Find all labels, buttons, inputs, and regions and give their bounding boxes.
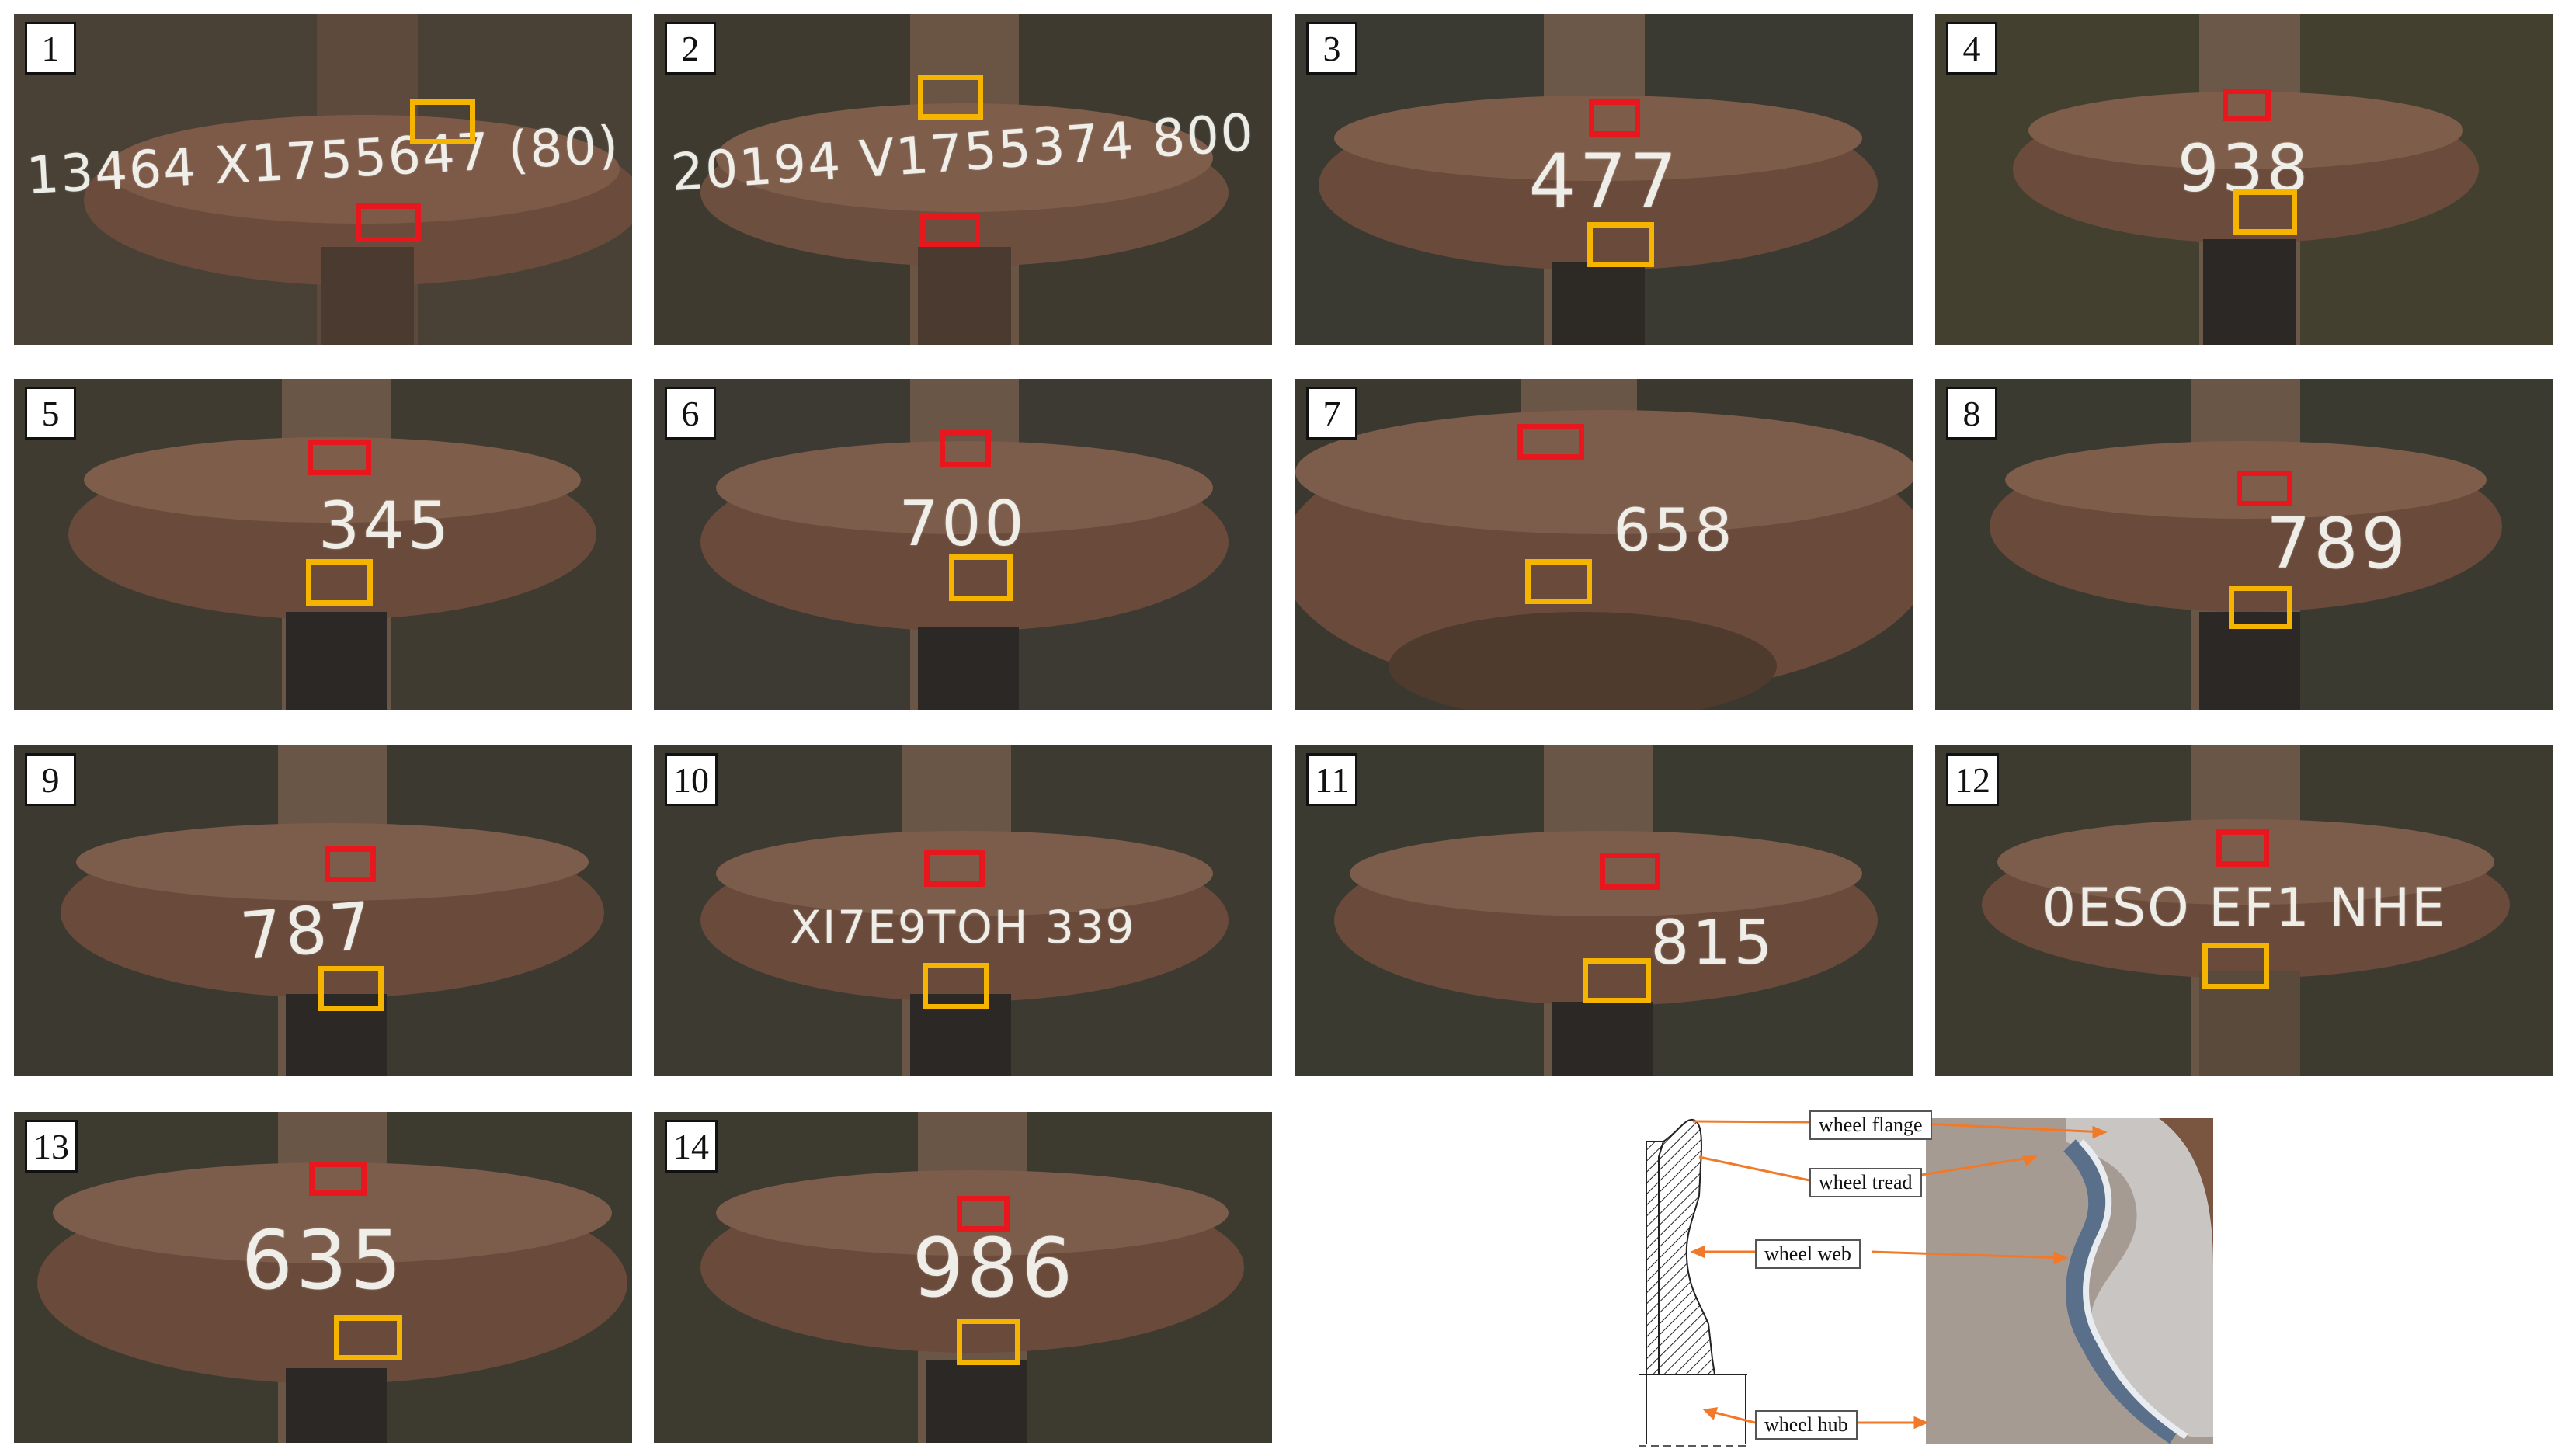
wheel-photo (1935, 745, 2553, 1076)
chalk-marking: XI7E9TOH 339 (790, 901, 1136, 954)
yellow-region-box (918, 75, 983, 120)
photo-panel-14: 14 986 (654, 1112, 1272, 1443)
chalk-marking: 0ESO EF1 NHE (2042, 877, 2447, 939)
yellow-region-box (949, 554, 1013, 601)
chalk-marking: 635 (241, 1213, 405, 1308)
label-wheel-web: wheel web (1755, 1239, 1861, 1269)
yellow-region-box (2229, 586, 2292, 629)
wheel-cross-section-diagram: wheel flange wheel tread wheel web wheel… (1631, 1110, 2213, 1452)
yellow-region-box (318, 966, 384, 1011)
red-region-box (1600, 853, 1660, 890)
photo-panel-2: 2 20194 V1755374 800 (654, 14, 1272, 345)
yellow-region-box (2202, 943, 2269, 989)
photo-panel-1: 1 13464 X1755647 (80) (14, 14, 632, 345)
photo-panel-8: 8 789 (1935, 379, 2553, 710)
red-region-box (1589, 99, 1640, 137)
label-wheel-tread: wheel tread (1809, 1168, 1922, 1197)
photo-panel-12: 12 0ESO EF1 NHE (1935, 745, 2553, 1076)
red-region-box (2237, 471, 2292, 506)
photo-panel-6: 6 700 (654, 379, 1272, 710)
red-region-box (308, 440, 371, 475)
yellow-region-box (923, 963, 989, 1009)
panel-number: 13 (25, 1120, 78, 1173)
red-region-box (325, 846, 376, 882)
chalk-marking: 815 (1650, 909, 1776, 978)
photo-panel-7: 7 658 (1295, 379, 1913, 710)
yellow-region-box (334, 1315, 402, 1360)
panel-number: 3 (1306, 22, 1357, 75)
red-region-box (309, 1162, 367, 1196)
red-region-box (1517, 424, 1584, 460)
chalk-marking: 789 (2266, 503, 2409, 585)
wheel-photo (1935, 14, 2553, 345)
chalk-marking: 700 (898, 488, 1027, 560)
panel-number: 2 (665, 22, 716, 75)
red-region-box (2223, 89, 2271, 121)
wheel-photo (1295, 379, 1913, 710)
photo-panel-13: 13 635 (14, 1112, 632, 1443)
panel-number: 11 (1306, 753, 1358, 806)
diagram-drawing (1639, 1118, 2213, 1447)
photo-panel-3: 3 477 (1295, 14, 1913, 345)
yellow-region-box (306, 559, 373, 606)
red-region-box (356, 203, 421, 242)
chalk-marking: 658 (1613, 495, 1736, 565)
yellow-region-box (410, 99, 475, 144)
panel-number: 5 (25, 387, 76, 440)
wheel-photo (654, 379, 1272, 710)
photo-panel-5: 5 345 (14, 379, 632, 710)
wheel-photo (1295, 745, 1913, 1076)
red-region-box (957, 1196, 1010, 1232)
wheel-photo (1295, 14, 1913, 345)
wheel-photo (14, 379, 632, 710)
panel-number: 4 (1946, 22, 1997, 75)
wheel-photo (14, 1112, 632, 1443)
label-wheel-hub: wheel hub (1755, 1410, 1858, 1440)
panel-number: 12 (1946, 753, 1999, 806)
photo-panel-4: 4 938 (1935, 14, 2553, 345)
wheel-photo (14, 745, 632, 1076)
wheel-photo (654, 1112, 1272, 1443)
chalk-marking: 986 (912, 1221, 1076, 1315)
red-region-box (919, 214, 980, 247)
photo-panel-10: 10 XI7E9TOH 339 (654, 745, 1272, 1076)
chalk-marking: 477 (1528, 138, 1680, 225)
photo-panel-11: 11 815 (1295, 745, 1913, 1076)
red-region-box (2216, 829, 2269, 867)
wheel-photo (654, 14, 1272, 345)
yellow-region-box (957, 1319, 1020, 1365)
label-wheel-flange: wheel flange (1809, 1110, 1932, 1140)
yellow-region-box (1525, 559, 1592, 604)
panel-number: 9 (25, 753, 76, 806)
panel-number: 8 (1946, 387, 1997, 440)
red-region-box (924, 850, 985, 887)
wheel-photo (1935, 379, 2553, 710)
photo-panel-9: 9 787 (14, 745, 632, 1076)
chalk-marking: 345 (318, 488, 453, 564)
panel-number: 1 (25, 22, 76, 75)
wheel-photo (14, 14, 632, 345)
panel-number: 7 (1306, 387, 1357, 440)
red-region-box (940, 430, 991, 467)
yellow-region-box (1587, 222, 1654, 267)
panel-number: 6 (665, 387, 716, 440)
yellow-region-box (2233, 189, 2297, 235)
panel-number: 14 (665, 1120, 718, 1173)
yellow-region-box (1583, 958, 1651, 1003)
panel-number: 10 (665, 753, 718, 806)
